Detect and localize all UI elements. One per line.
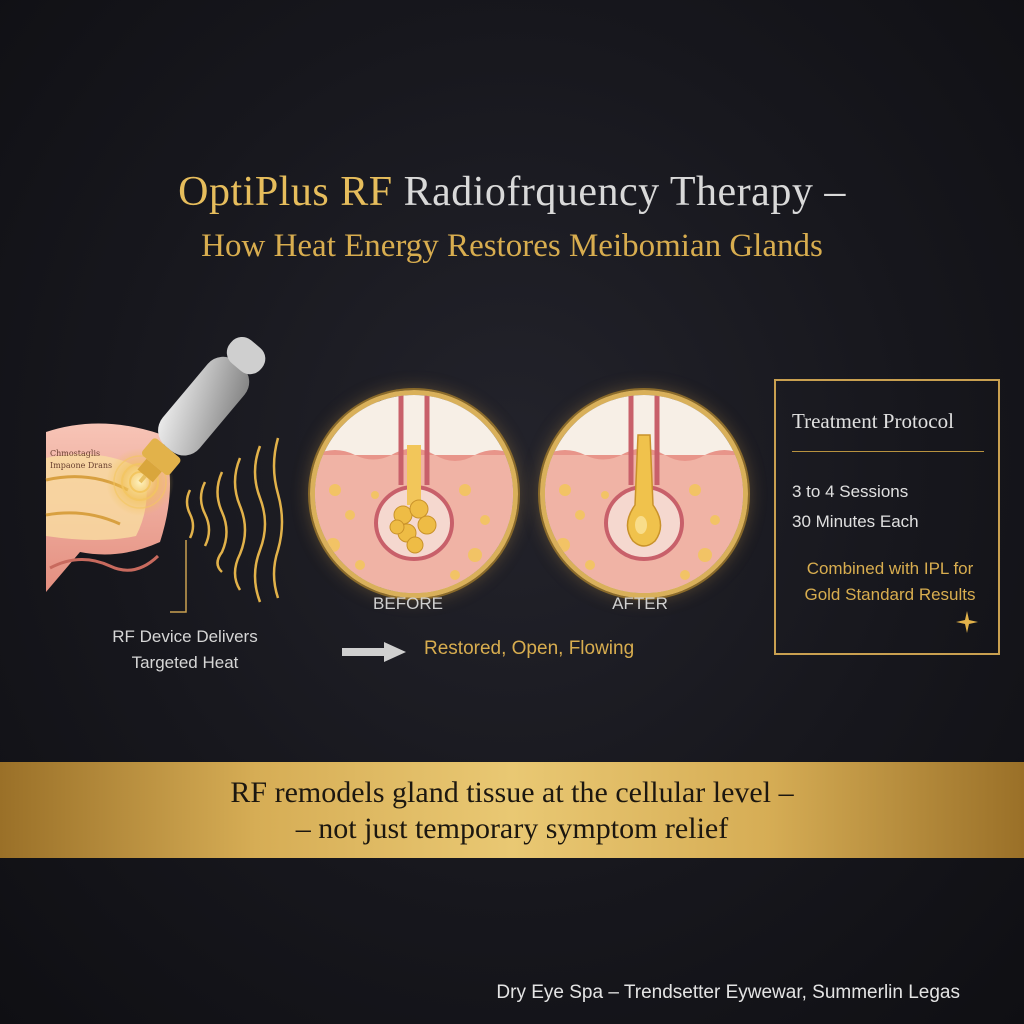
banner-line-1: RF remodels gland tissue at the cellular… [230, 776, 794, 809]
after-label: AFTER [612, 594, 668, 613]
after-gland-image [540, 390, 748, 598]
rf-device-illustration: Chmostaglis Impaone Drans [40, 330, 310, 620]
title-rest: Radiofrquency Therapy – [392, 169, 846, 215]
page-subtitle: How Heat Energy Restores Meibomian Gland… [201, 228, 823, 264]
rf-pen-icon [137, 336, 266, 484]
result-text: Restored, Open, Flowing [424, 638, 635, 659]
page-title: OptiPlus RF Radiofrquency Therapy – [0, 168, 1024, 216]
protocol-divider [792, 451, 984, 452]
sparkle-icon [956, 611, 978, 638]
treatment-protocol-card: Treatment Protocol 3 to 4 Sessions 30 Mi… [774, 379, 1000, 655]
protocol-duration: 30 Minutes Each [792, 512, 919, 531]
device-caption: RF Device Delivers Targeted Heat [70, 624, 300, 676]
protocol-title: Treatment Protocol [792, 409, 954, 433]
tissue-label-2: Impaone Drans [50, 461, 112, 470]
protocol-combined: Combined with IPL for Gold Standard Resu… [786, 556, 994, 608]
key-message-banner: RF remodels gland tissue at the cellular… [0, 762, 1024, 858]
tissue-label-1: Chmostaglis [50, 449, 100, 458]
before-gland-image [310, 390, 518, 598]
title-brand: OptiPlus RF [178, 169, 393, 215]
footer-credit: Dry Eye Spa – Trendsetter Eywewar, Summe… [496, 982, 960, 1003]
arrow-right-icon [340, 640, 410, 669]
protocol-sessions: 3 to 4 Sessions [792, 482, 909, 501]
before-label: BEFORE [373, 594, 443, 613]
device-caption-line-1: RF Device Delivers [112, 627, 258, 646]
protocol-combined-line-1: Combined with IPL for [806, 559, 974, 578]
protocol-combined-line-2: Gold Standard Results [804, 585, 976, 604]
rf-wave-icon [185, 437, 284, 603]
banner-line-2: – not just temporary symptom relief [295, 812, 729, 845]
device-caption-line-2: Targeted Heat [131, 653, 239, 672]
